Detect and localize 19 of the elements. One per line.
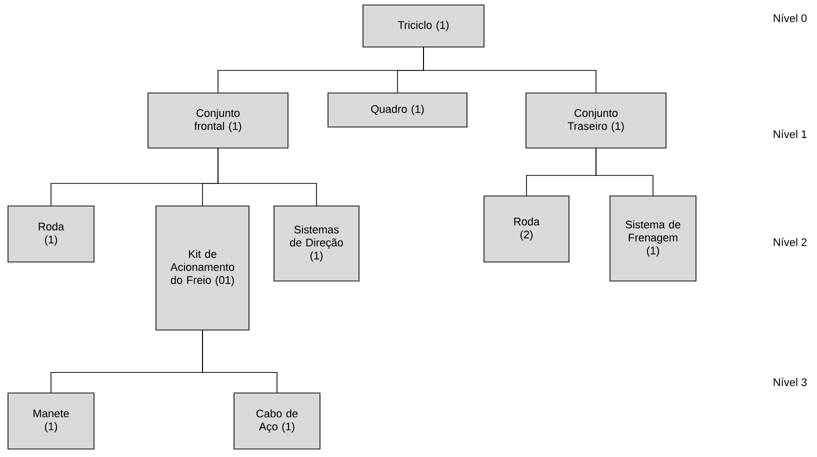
part-box: Conjunto Traseiro (1) [526, 92, 666, 148]
part-box: Sistema de Frenagem (1) [610, 196, 696, 282]
level-label: Nível 0 [774, 14, 807, 22]
part-box: Cabo de Aço (1) [234, 392, 320, 450]
connector-line [218, 148, 317, 206]
level-label: Nível 2 [774, 238, 807, 246]
part-box: Quadro (1) [328, 92, 468, 128]
part-box: Triciclo (1) [362, 4, 484, 48]
part-box: Conjunto frontal (1) [148, 92, 288, 148]
connector-line [596, 148, 654, 196]
part-box: Manete (1) [8, 392, 94, 450]
connector-line [423, 47, 596, 93]
part-box: Roda (1) [8, 206, 94, 262]
part-box: Roda (2) [484, 196, 570, 262]
level-label: Nível 3 [774, 378, 807, 386]
part-box: Sistemas de Direção (1) [274, 206, 360, 282]
part-box: Kit de Acionamento do Freio (01) [156, 206, 250, 330]
level-label: Nível 1 [774, 130, 807, 138]
connector-line [202, 330, 278, 393]
